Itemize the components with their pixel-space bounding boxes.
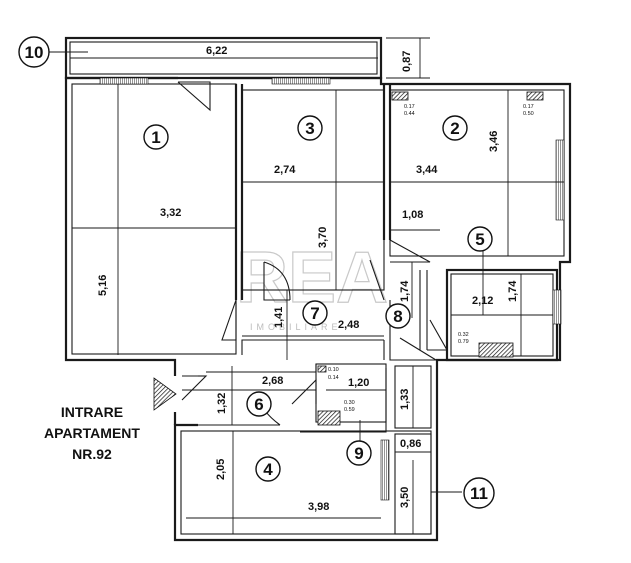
dim-room9-width: 1,20 bbox=[348, 377, 369, 389]
room-label: 11 bbox=[463, 477, 495, 509]
dim-room2-width: 3,44 bbox=[416, 164, 438, 176]
shaft-notes: 0.17 0.44 0.17 0.50 0.32 0.79 0.10 0.14 … bbox=[328, 104, 534, 413]
room-label: 6 bbox=[246, 391, 272, 417]
dimension-lines bbox=[49, 37, 564, 534]
svg-text:10: 10 bbox=[25, 43, 44, 62]
dim-balcony-depth: 0,87 bbox=[401, 51, 413, 72]
note: 0.17 bbox=[404, 104, 415, 110]
watermark-sub: IMOBILIARE bbox=[250, 322, 342, 332]
dim-room6-length: 1,32 bbox=[216, 393, 228, 414]
note: 0.50 bbox=[523, 111, 534, 117]
window bbox=[380, 439, 390, 501]
window bbox=[99, 77, 149, 85]
room-label: 2 bbox=[442, 115, 468, 141]
svg-text:8: 8 bbox=[393, 307, 402, 326]
shaft bbox=[317, 410, 341, 426]
dim-room8-length: 1,74 bbox=[399, 280, 411, 302]
entry-marker: INTRARE APARTAMENT NR.92 bbox=[44, 377, 177, 462]
interior-walls bbox=[198, 84, 565, 535]
shaft bbox=[478, 342, 514, 358]
room-labels: 1 2 3 4 5 6 7 8 9 10 11 bbox=[18, 36, 495, 509]
shaft bbox=[526, 91, 544, 101]
entry-arrow-icon bbox=[153, 377, 177, 411]
svg-text:9: 9 bbox=[354, 444, 363, 463]
dim-room1-length: 5,16 bbox=[97, 275, 109, 296]
shafts bbox=[317, 91, 544, 426]
svg-text:4: 4 bbox=[263, 460, 273, 479]
entry-label-line1: INTRARE bbox=[61, 404, 123, 420]
dim-room5-length: 1,74 bbox=[507, 280, 519, 302]
dim-room7-width: 2,48 bbox=[338, 319, 359, 331]
note: 0.10 bbox=[328, 367, 339, 373]
note: 0.79 bbox=[458, 339, 469, 345]
svg-text:5: 5 bbox=[475, 230, 484, 249]
dim-room6-width: 2,68 bbox=[262, 375, 283, 387]
shaft bbox=[317, 365, 327, 373]
svg-text:7: 7 bbox=[310, 304, 319, 323]
dim-room1-width: 3,32 bbox=[160, 207, 181, 219]
dim-corridor-width: 0,86 bbox=[400, 438, 421, 450]
window bbox=[271, 77, 331, 85]
dim-corridor-length: 1,33 bbox=[399, 389, 411, 410]
room-label: 5 bbox=[467, 226, 493, 252]
svg-text:1: 1 bbox=[151, 128, 160, 147]
note: 0.14 bbox=[328, 375, 339, 381]
window bbox=[552, 289, 562, 325]
dim-room4-length: 2,05 bbox=[215, 459, 227, 480]
dim-room7-length: 1,41 bbox=[273, 307, 285, 328]
outer-walls bbox=[64, 76, 572, 542]
room-label: 9 bbox=[346, 440, 372, 466]
room-label: 1 bbox=[143, 124, 169, 150]
dim-hall-width: 1,08 bbox=[402, 209, 423, 221]
window bbox=[555, 139, 565, 221]
svg-text:11: 11 bbox=[470, 484, 488, 503]
dim-room5-width: 2,12 bbox=[472, 295, 493, 307]
room-label: 8 bbox=[385, 303, 411, 329]
windows bbox=[99, 77, 565, 501]
dim-room3-length: 3,70 bbox=[317, 227, 329, 248]
note: 0.59 bbox=[344, 407, 355, 413]
dim-balcony-length: 6,22 bbox=[206, 45, 227, 57]
shaft bbox=[391, 91, 409, 101]
room-label: 10 bbox=[18, 36, 50, 68]
room-label: 3 bbox=[297, 115, 323, 141]
entry-label-line3: NR.92 bbox=[72, 446, 112, 462]
dim-room11-length: 3,50 bbox=[399, 487, 411, 508]
svg-text:3: 3 bbox=[305, 119, 314, 138]
room-label: 7 bbox=[302, 300, 328, 326]
svg-text:6: 6 bbox=[254, 395, 263, 414]
entry-label-line2: APARTAMENT bbox=[44, 425, 140, 441]
dimension-labels: 6,22 0,87 3,32 5,16 2,74 3,70 3,44 3,46 … bbox=[97, 45, 519, 513]
room-label: 4 bbox=[255, 456, 281, 482]
svg-text:2: 2 bbox=[450, 119, 459, 138]
dim-room2-length: 3,46 bbox=[488, 131, 500, 152]
dim-room3-width: 2,74 bbox=[274, 164, 296, 176]
dim-room4-width: 3,98 bbox=[308, 501, 329, 513]
note: 0.17 bbox=[523, 104, 534, 110]
note: 0.32 bbox=[458, 332, 469, 338]
note: 0.30 bbox=[344, 400, 355, 406]
note: 0.44 bbox=[404, 111, 415, 117]
